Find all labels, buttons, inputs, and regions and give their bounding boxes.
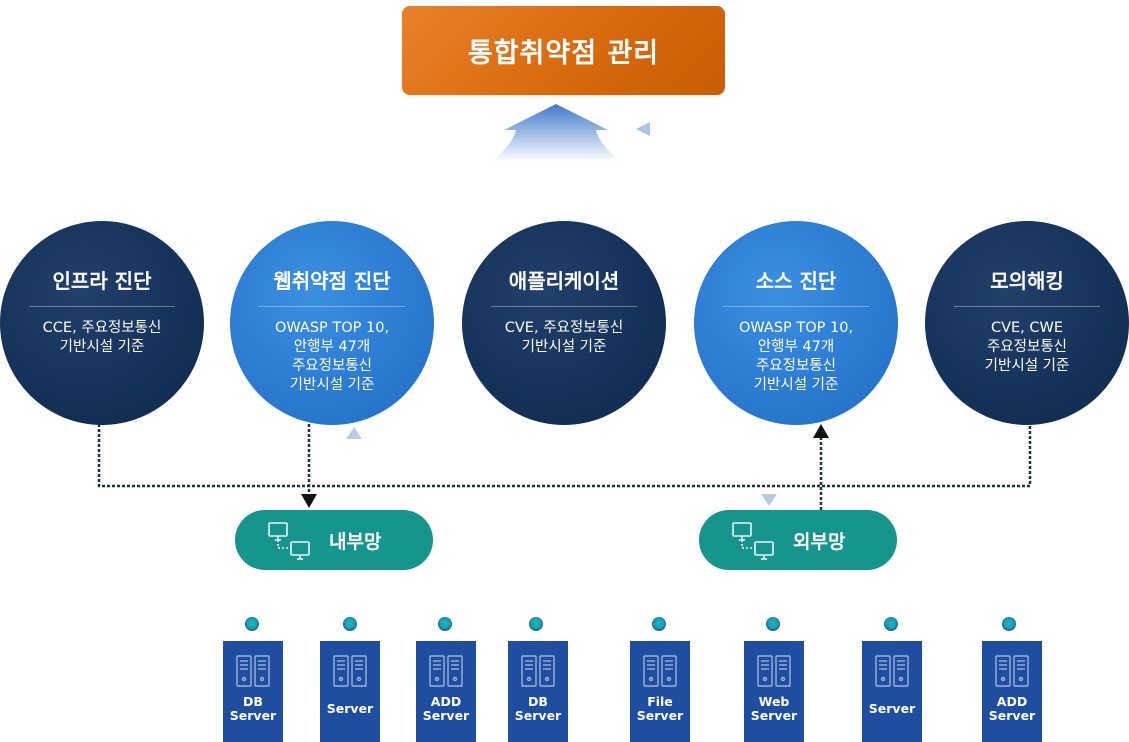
- network-computers-icon: [268, 522, 310, 560]
- status-led-icon: [652, 617, 666, 631]
- desc-line: 기반시설 기준: [289, 377, 375, 393]
- server-rack-icon: [521, 655, 555, 687]
- circle-title: 소스 진단: [755, 269, 837, 293]
- status-led-icon: [245, 617, 259, 631]
- circle-desc: CCE, 주요정보통신 기반시설 기준: [0, 319, 204, 357]
- circle-penetration-test: 모의해킹 CVE, CWE 주요정보통신 기반시설 기준: [925, 221, 1129, 425]
- internal-network-pill: 내부망: [235, 510, 433, 570]
- status-led-icon: [766, 617, 780, 631]
- circle-web-vulnerability-diagnosis: 웹취약점 진단 OWASP TOP 10, 안행부 47개 주요정보통신 기반시…: [230, 221, 434, 425]
- desc-line: CVE, 주요정보통신: [504, 320, 624, 336]
- desc-line: 기반시설 기준: [753, 377, 839, 393]
- status-led-icon: [1002, 617, 1016, 631]
- pale-up-triangle-icon: [346, 427, 362, 439]
- desc-line: 기반시설 기준: [521, 339, 607, 355]
- left-triangle-icon: [636, 122, 650, 136]
- circle-title: 애플리케이션: [508, 269, 620, 293]
- server-generic-2: Server: [862, 641, 922, 742]
- integrated-vulnerability-management-box: 통합취약점 관리: [402, 6, 725, 95]
- bus-line: [97, 424, 1032, 488]
- server-rack-icon: [429, 655, 463, 687]
- status-led-icon: [884, 617, 898, 631]
- desc-line: CVE, CWE: [990, 320, 1064, 336]
- desc-line: 안행부 47개: [757, 339, 835, 355]
- desc-line: 기반시설 기준: [984, 358, 1070, 374]
- divider: [954, 306, 1100, 307]
- server-rack-icon: [757, 655, 791, 687]
- desc-line: 주요정보통신: [755, 358, 837, 374]
- up-arrow-icon: [490, 104, 622, 162]
- circle-application: 애플리케이션 CVE, 주요정보통신 기반시설 기준: [462, 221, 666, 425]
- status-led-icon: [529, 617, 543, 631]
- divider: [29, 306, 175, 307]
- desc-line: 주요정보통신: [291, 358, 373, 374]
- divider: [491, 306, 637, 307]
- status-led-icon: [438, 617, 452, 631]
- server-label: Server: [868, 701, 916, 716]
- circle-desc: CVE, 주요정보통신 기반시설 기준: [462, 319, 666, 357]
- circle-desc: CVE, CWE 주요정보통신 기반시설 기준: [925, 319, 1129, 376]
- desc-line: 주요정보통신: [986, 339, 1068, 355]
- server-rack-icon: [643, 655, 677, 687]
- circle-source-diagnosis: 소스 진단 OWASP TOP 10, 안행부 47개 주요정보통신 기반시설 …: [694, 221, 898, 425]
- desc-line: 안행부 47개: [293, 339, 371, 355]
- network-label: 내부망: [329, 530, 382, 553]
- server-rack-icon: [236, 655, 270, 687]
- server-rack-icon: [875, 655, 909, 687]
- desc-line: CCE, 주요정보통신: [42, 320, 162, 336]
- circle-title: 웹취약점 진단: [273, 269, 391, 293]
- circle-infra-diagnosis: 인프라 진단 CCE, 주요정보통신 기반시설 기준: [0, 221, 204, 425]
- external-network-pill: 외부망: [699, 510, 897, 570]
- desc-line: 기반시설 기준: [59, 339, 145, 355]
- divider: [723, 306, 869, 307]
- top-title: 통합취약점 관리: [467, 38, 660, 69]
- circle-title: 모의해킹: [990, 269, 1064, 293]
- server-label: Server: [326, 701, 374, 716]
- server-generic-1: Server: [320, 641, 380, 742]
- divider: [259, 306, 405, 307]
- network-computers-icon: [732, 522, 774, 560]
- desc-line: OWASP TOP 10,: [738, 320, 854, 336]
- up-arrow-small-icon: [813, 424, 829, 438]
- network-label: 외부망: [793, 530, 846, 553]
- circle-desc: OWASP TOP 10, 안행부 47개 주요정보통신 기반시설 기준: [230, 319, 434, 395]
- circle-title: 인프라 진단: [52, 269, 152, 293]
- status-led-icon: [343, 617, 357, 631]
- circle-desc: OWASP TOP 10, 안행부 47개 주요정보통신 기반시설 기준: [694, 319, 898, 395]
- pale-down-triangle-icon: [761, 494, 777, 506]
- server-rack-icon: [333, 655, 367, 687]
- down-arrow-icon: [301, 494, 317, 508]
- desc-line: OWASP TOP 10,: [274, 320, 390, 336]
- server-rack-icon: [995, 655, 1029, 687]
